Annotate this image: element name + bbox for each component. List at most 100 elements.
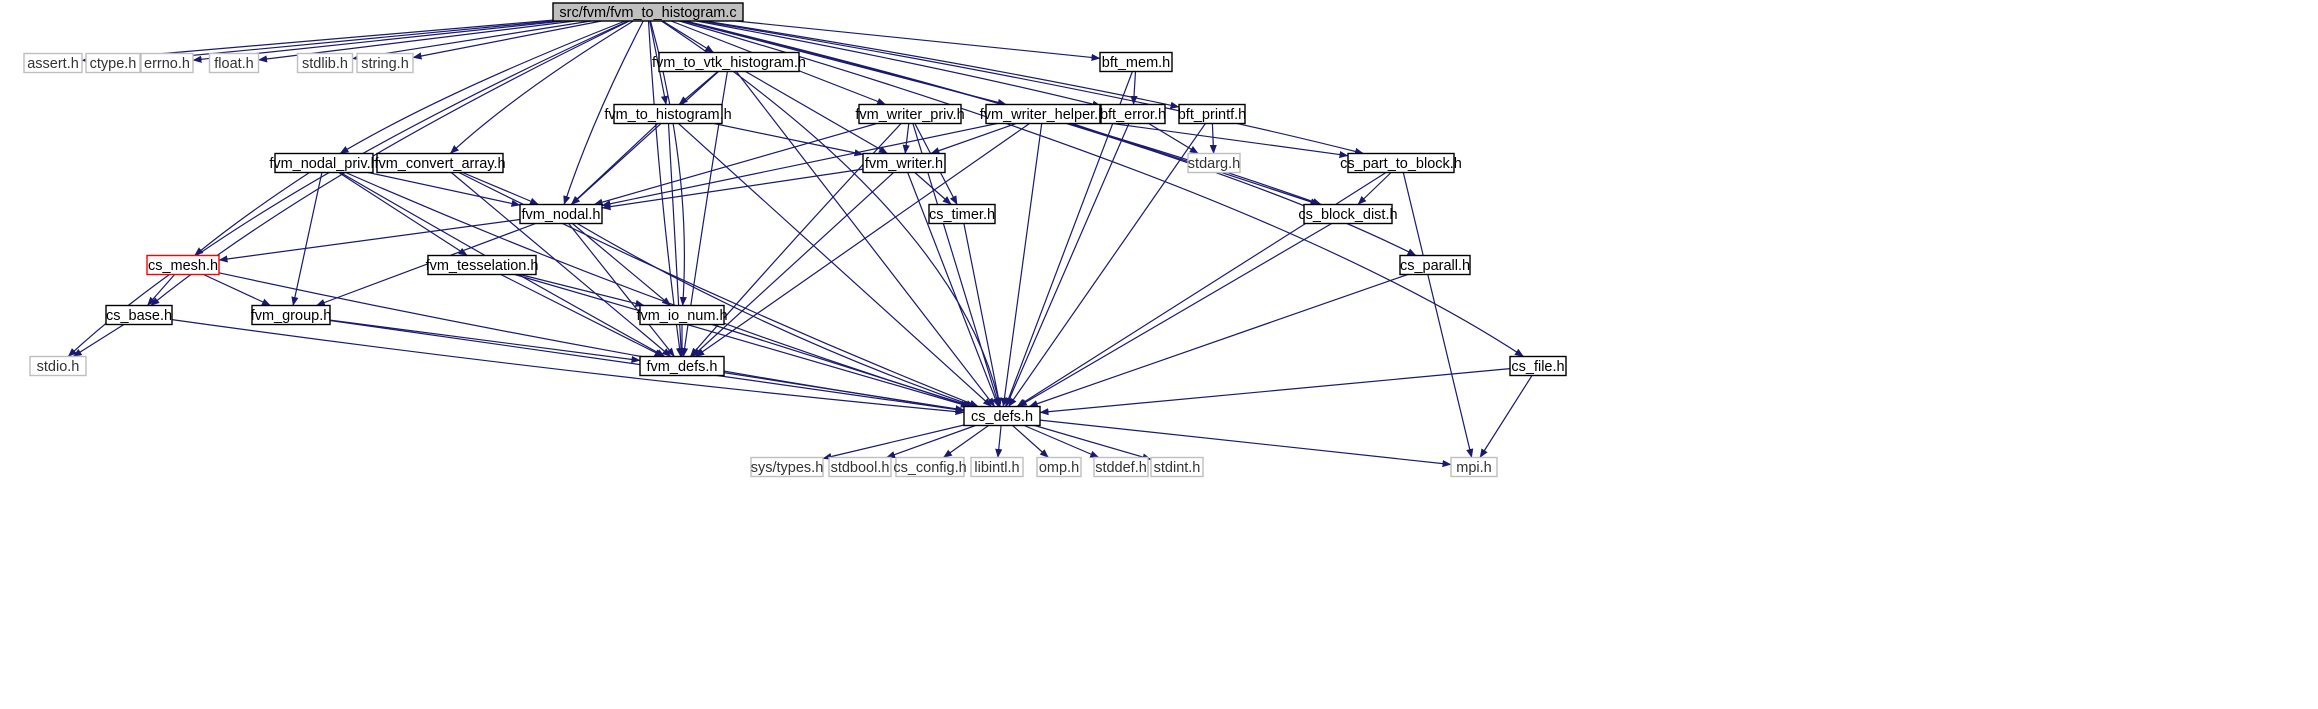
node-label: bft_mem.h [1102, 55, 1171, 71]
edge-cs-mesh-to-fvm-group [203, 273, 271, 307]
node-box [613, 103, 723, 125]
edge-fvm-writer-helper-to-fvm-writer [930, 122, 1017, 155]
node-fvm-nodal[interactable]: fvm_nodal.h [519, 203, 603, 225]
edge-bft-mem-to-bft-error [1130, 71, 1138, 105]
node-fvm-group[interactable]: fvm_group.h [251, 304, 332, 326]
edge-fvm-writer-helper-to-fvm-defs [695, 123, 1030, 357]
node-fvm-to-vtk-histogram[interactable]: fvm_to_vtk_histogram.h [652, 51, 806, 73]
node-label: ctype.h [90, 56, 137, 72]
edge-root-to-fvm-convert-array [449, 20, 634, 154]
edge-root-to-fvm-to-vtk-histogram [662, 20, 714, 54]
node-cs-timer[interactable]: cs_timer.h [928, 203, 996, 225]
node-label: cs_timer.h [929, 207, 995, 223]
node-cs-base[interactable]: cs_base.h [105, 304, 173, 326]
edge-cs-base-to-stdio [72, 323, 125, 358]
node-box [356, 52, 414, 74]
edge-bft-error-to-stdarg [1148, 122, 1199, 155]
edge-fvm-writer-helper-to-cs-part-to-block [1099, 121, 1349, 159]
node-csconfig: cs_config.h [893, 456, 967, 478]
edge-fvm-to-histogram-to-fvm-writer [713, 122, 864, 157]
node-cs-block-dist[interactable]: cs_block_dist.h [1298, 203, 1398, 225]
node-stddef: stddef.h [1093, 456, 1149, 478]
edge-fvm-writer-helper-to-cs-defs [1000, 123, 1043, 407]
node-label: stdlib.h [302, 56, 348, 72]
edge-fvm-writer-priv-to-fvm-nodal [593, 122, 877, 206]
node-label: sys/types.h [751, 460, 824, 476]
node-stdlib: stdlib.h [296, 52, 354, 74]
node-box [928, 203, 996, 225]
node-fvm-writer[interactable]: fvm_writer.h [862, 152, 946, 174]
node-box [985, 103, 1101, 125]
node-label: assert.h [27, 56, 79, 72]
node-fvm-writer-helper[interactable]: fvm_writer_helper.h [980, 103, 1107, 125]
node-bft-mem[interactable]: bft_mem.h [1099, 51, 1173, 73]
node-label: string.h [361, 56, 409, 72]
node-stdarg: stdarg.h [1187, 152, 1241, 174]
node-errno: errno.h [140, 52, 194, 74]
node-fvm-to-histogram[interactable]: fvm_to_histogram.h [604, 103, 732, 125]
node-box [639, 355, 725, 377]
node-box [552, 2, 744, 22]
edge-fvm-writer-to-fvm-nodal [601, 168, 864, 211]
node-label: stdio.h [37, 359, 80, 375]
edge-cs-defs-to-mpi [1039, 419, 1452, 468]
edge-cs-parall-to-cs-defs [1028, 273, 1408, 408]
edge-fvm-tesselation-to-cs-defs [514, 273, 970, 408]
node-label: bft_printf.h [1178, 107, 1247, 123]
node-stdbool: stdbool.h [828, 456, 892, 478]
edge-bft-printf-to-cs-defs [1008, 123, 1206, 407]
edge-root-to-fvm-nodal-priv [339, 20, 626, 155]
node-box [376, 152, 504, 174]
node-box [1036, 456, 1082, 478]
node-box [519, 203, 603, 225]
edge-root-to-bft-error [696, 20, 1102, 108]
edge-fvm-to-histogram-to-fvm-nodal [570, 123, 659, 205]
edge-root-to-cs-part-to-block [701, 20, 1364, 155]
node-box [639, 304, 725, 326]
node-label: libintl.h [974, 460, 1019, 476]
edge-fvm-writer-to-cs-defs [907, 172, 999, 407]
node-fvm-writer-priv[interactable]: fvm_writer_priv.h [855, 103, 965, 125]
edge-fvm-convert-array-to-fvm-defs [450, 172, 672, 357]
node-cs-part-to-block[interactable]: cs_part_to_block.h [1340, 152, 1462, 174]
edge-fvm-nodal-to-fvm-group [315, 222, 536, 307]
node-fvm-defs[interactable]: fvm_defs.h [639, 355, 725, 377]
edge-cs-defs-to-omp [1012, 425, 1049, 458]
node-fvm-io-num[interactable]: fvm_io_num.h [636, 304, 728, 326]
node-label: fvm_writer.h [865, 156, 943, 172]
node-string: string.h [356, 52, 414, 74]
edge-fvm-to-vtk-histogram-to-fvm-writer [745, 70, 888, 155]
node-label: fvm_tesselation.h [426, 258, 539, 274]
node-label: fvm_writer_priv.h [855, 107, 964, 123]
node-box [427, 254, 537, 276]
node-cs-defs[interactable]: cs_defs.h [963, 405, 1041, 427]
node-cs-mesh[interactable]: cs_mesh.h [146, 254, 220, 276]
node-label: cs_mesh.h [148, 258, 218, 274]
edge-cs-part-to-block-to-mpi [1402, 172, 1474, 458]
edge-cs-defs-to-systypes [822, 424, 965, 461]
edge-fvm-writer-helper-to-fvm-nodal [601, 122, 998, 208]
node-label: fvm_convert_array.h [374, 156, 505, 172]
node-box [963, 405, 1041, 427]
node-box [1347, 152, 1455, 174]
node-bft-printf[interactable]: bft_printf.h [1178, 103, 1247, 125]
node-fvm-convert-array[interactable]: fvm_convert_array.h [374, 152, 506, 174]
node-label: cs_config.h [893, 460, 966, 476]
edge-cs-defs-to-stdint [1034, 424, 1152, 461]
node-box [1093, 456, 1149, 478]
node-root[interactable]: src/fvm/fvm_to_histogram.c [552, 2, 744, 22]
node-stdio: stdio.h [29, 355, 87, 377]
node-label: cs_parall.h [1400, 258, 1470, 274]
edge-cs-block-dist-to-cs-defs [1017, 222, 1333, 408]
node-cs-parall[interactable]: cs_parall.h [1399, 254, 1471, 276]
node-fvm-tesselation[interactable]: fvm_tesselation.h [426, 254, 539, 276]
node-bft-error[interactable]: bft_error.h [1100, 103, 1166, 125]
edge-bft-error-to-cs-defs [1005, 123, 1130, 407]
node-fvm-nodal-priv[interactable]: fvm_nodal_priv.h [269, 152, 379, 174]
node-label: cs_file.h [1511, 359, 1564, 375]
node-cs-file[interactable]: cs_file.h [1509, 355, 1567, 377]
edge-fvm-writer-priv-to-fvm-writer [902, 123, 910, 154]
edge-fvm-nodal-priv-to-fvm-tesselation [338, 171, 468, 257]
edge-root-to-bft-mem [735, 20, 1101, 62]
node-label: stdarg.h [1188, 156, 1240, 172]
